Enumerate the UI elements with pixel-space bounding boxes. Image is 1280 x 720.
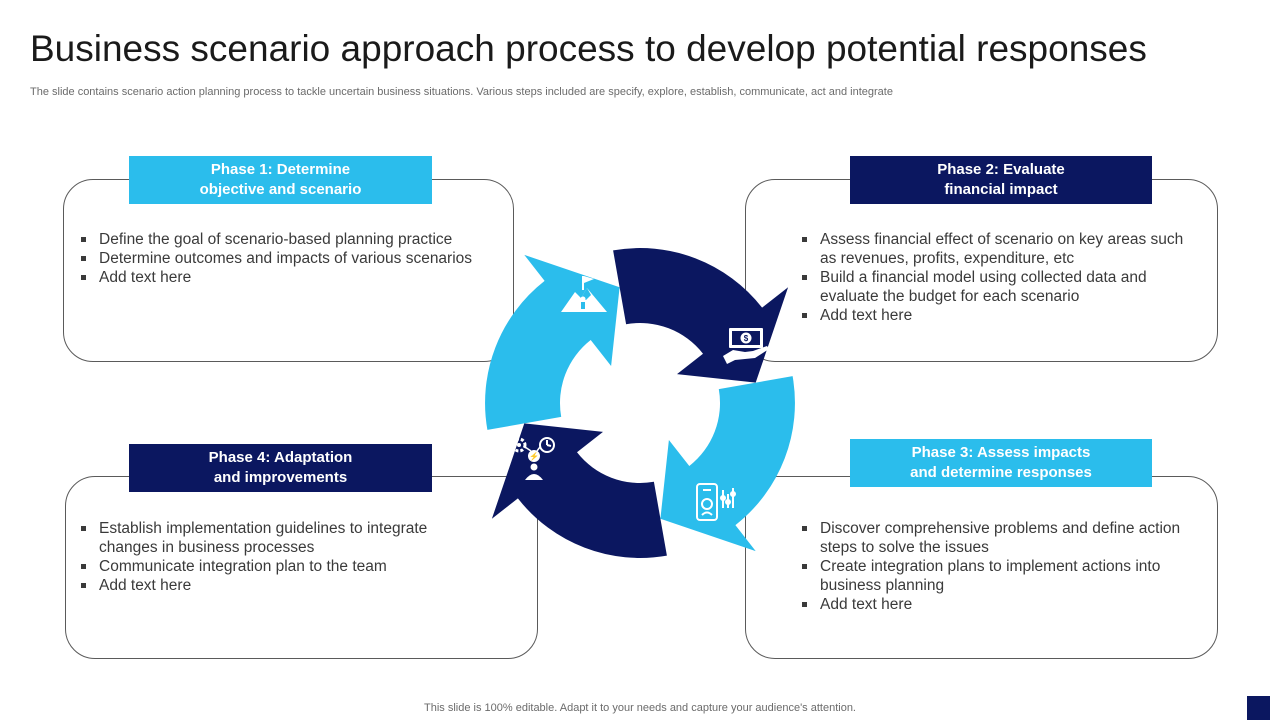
phase-4-box	[65, 476, 538, 659]
list-item: Add text here	[79, 576, 469, 595]
phase-1-points: Define the goal of scenario-based planni…	[79, 230, 474, 287]
phase-4-points: Establish implementation guidelines to i…	[79, 519, 469, 595]
phase-2-box	[745, 179, 1218, 362]
list-item: Build a financial model using collected …	[800, 268, 1198, 306]
page-subtitle: The slide contains scenario action plann…	[30, 86, 893, 98]
cycle-arrow-2	[613, 248, 789, 383]
phase-3-label: Phase 3: Assess impacts and determine re…	[850, 439, 1152, 487]
svg-text:$: $	[744, 334, 749, 343]
phase-1-label-line1: Phase 1: Determine	[210, 161, 351, 178]
phase-2-label-line2: financial impact	[944, 181, 1058, 198]
list-item: Discover comprehensive problems and defi…	[800, 519, 1198, 557]
list-item: Assess financial effect of scenario on k…	[800, 230, 1198, 268]
list-item: Add text here	[79, 268, 474, 287]
mobile-analytics-icon	[696, 483, 736, 521]
list-item: Determine outcomes and impacts of variou…	[79, 249, 474, 268]
phase-3-label-line1: Phase 3: Assess impacts	[911, 444, 1091, 461]
cycle-arrow-1	[485, 254, 620, 430]
phase-3-box	[745, 476, 1218, 659]
phase-1-box	[63, 179, 514, 362]
phase-1-label-line2: objective and scenario	[199, 181, 362, 198]
phase-3-points: Discover comprehensive problems and defi…	[800, 519, 1198, 614]
phase-1-label: Phase 1: Determine objective and scenari…	[129, 156, 432, 204]
footer-note: This slide is 100% editable. Adapt it to…	[424, 702, 856, 714]
corner-decoration	[1247, 696, 1270, 720]
list-item: Add text here	[800, 595, 1198, 614]
page-title: Business scenario approach process to de…	[30, 28, 1147, 69]
list-item: Create integration plans to implement ac…	[800, 557, 1198, 595]
money-hand-icon: $	[723, 328, 769, 364]
phase-4-label-line2: and improvements	[213, 469, 348, 486]
phase-2-label-line1: Phase 2: Evaluate	[937, 161, 1065, 178]
list-item: Add text here	[800, 306, 1198, 325]
list-item: Establish implementation guidelines to i…	[79, 519, 469, 557]
phase-4-label-line1: Phase 4: Adaptation	[208, 449, 353, 466]
phase-2-label: Phase 2: Evaluate financial impact	[850, 156, 1152, 204]
phase-3-label-line2: and determine responses	[910, 464, 1092, 481]
phase-2-points: Assess financial effect of scenario on k…	[800, 230, 1198, 325]
gear-person-icon: ⚡	[511, 437, 555, 480]
cycle-arrow-3	[660, 376, 795, 552]
list-item: Communicate integration plan to the team	[79, 557, 469, 576]
mountain-flag-icon	[561, 276, 607, 312]
list-item: Define the goal of scenario-based planni…	[79, 230, 474, 249]
phase-4-label: Phase 4: Adaptation and improvements	[129, 444, 432, 492]
svg-text:⚡: ⚡	[529, 451, 539, 461]
cycle-diagram: $ ⚡	[485, 248, 795, 558]
